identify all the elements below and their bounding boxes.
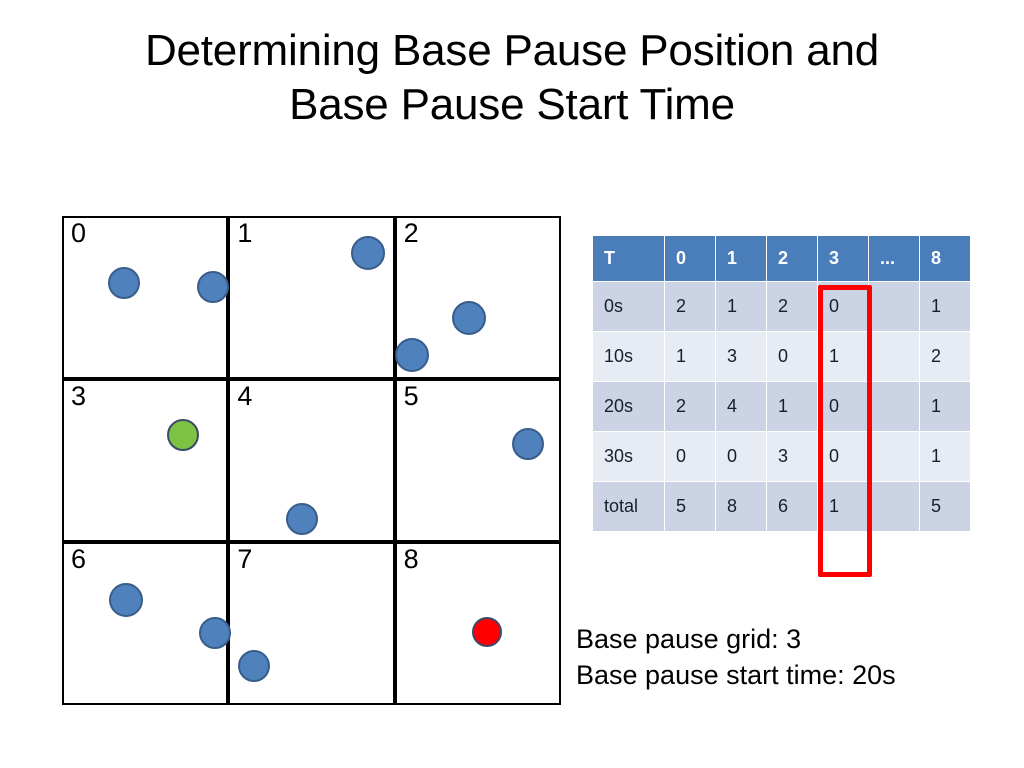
table-cell: 2 [766,281,818,332]
grid-cell-label-0: 0 [71,218,87,248]
table-col-header-0: 0 [664,235,716,282]
base-pause-start-time-text: Base pause start time: 20s [576,659,896,690]
pause-position-grid: 0 1 2 3 4 5 6 7 8 [62,216,561,705]
grid-cell-label-3: 3 [71,381,87,411]
table-cell: 1 [919,431,971,482]
node-dot-blue-7-0[interactable] [238,650,270,682]
table-col-header-1: 1 [715,235,767,282]
table-cell: 1 [664,331,716,382]
table-cell: 0 [817,281,869,332]
table-cell [868,481,920,532]
table-cell: 1 [817,331,869,382]
table-cell [868,331,920,382]
grid-cell-label-1: 1 [237,218,253,248]
table-cell: 0 [664,431,716,482]
node-dot-blue-4-0[interactable] [286,503,318,535]
table-col-header-8: 8 [919,235,971,282]
table-col-header-3: 3 [817,235,869,282]
node-dot-blue-1-0[interactable] [351,236,385,270]
table-cell: 0 [817,431,869,482]
table-cell: 0 [715,431,767,482]
base-pause-grid-text: Base pause grid: 3 [576,624,802,654]
node-dot-blue-5-0[interactable] [512,428,544,460]
node-dot-blue-6-1[interactable] [199,617,231,649]
node-dot-red-8-0[interactable] [472,617,502,647]
table-cell [868,431,920,482]
table-row-label: 0s [592,281,665,332]
table-cell: 3 [766,431,818,482]
table-cell: 1 [919,281,971,332]
table-cell: 5 [664,481,716,532]
table-cell: 1 [766,381,818,432]
grid-cell-label-6: 6 [71,544,87,574]
table-row-label: total [592,481,665,532]
table-cell: 0 [766,331,818,382]
table-col-header-ellipsisellipsisellipsis: ... [868,235,920,282]
grid-cell-3[interactable]: 3 [62,379,229,542]
table-cell: 6 [766,481,818,532]
node-dot-green-3-0[interactable] [167,419,199,451]
table-col-header-2: 2 [766,235,818,282]
table-cell: 1 [817,481,869,532]
grid-cell-label-7: 7 [237,544,253,574]
grid-cell-5[interactable]: 5 [394,379,561,542]
node-dot-blue-0-0[interactable] [108,267,140,299]
page-title: Determining Base Pause Position and Base… [0,24,1024,131]
grid-cell-label-8: 8 [403,544,419,574]
table-cell: 2 [664,381,716,432]
table-cell: 8 [715,481,767,532]
title-line-1: Determining Base Pause Position and [144,26,880,75]
table-row-label: 30s [592,431,665,482]
grid-cell-label-5: 5 [403,381,419,411]
table-cell: 2 [664,281,716,332]
title-line-2: Base Pause Start Time [289,79,735,129]
table-col-header-time: T [592,235,665,282]
table-cell: 3 [715,331,767,382]
table-cell: 2 [919,331,971,382]
node-dot-blue-0-1[interactable] [197,271,229,303]
table-cell: 0 [817,381,869,432]
result-summary: Base pause grid: 3 Base pause start time… [576,622,896,693]
table-cell: 4 [715,381,767,432]
table-cell: 5 [919,481,971,532]
table-row-label: 10s [592,331,665,382]
table-cell [868,281,920,332]
node-dot-blue-2-0[interactable] [452,301,486,335]
table-row-label: 20s [592,381,665,432]
table-cell: 1 [919,381,971,432]
grid-cell-label-2: 2 [403,218,419,248]
node-dot-blue-6-0[interactable] [109,583,143,617]
grid-cell-label-4: 4 [237,381,253,411]
table-cell: 1 [715,281,767,332]
table-cell [868,381,920,432]
node-dot-blue-2-1[interactable] [395,338,429,372]
